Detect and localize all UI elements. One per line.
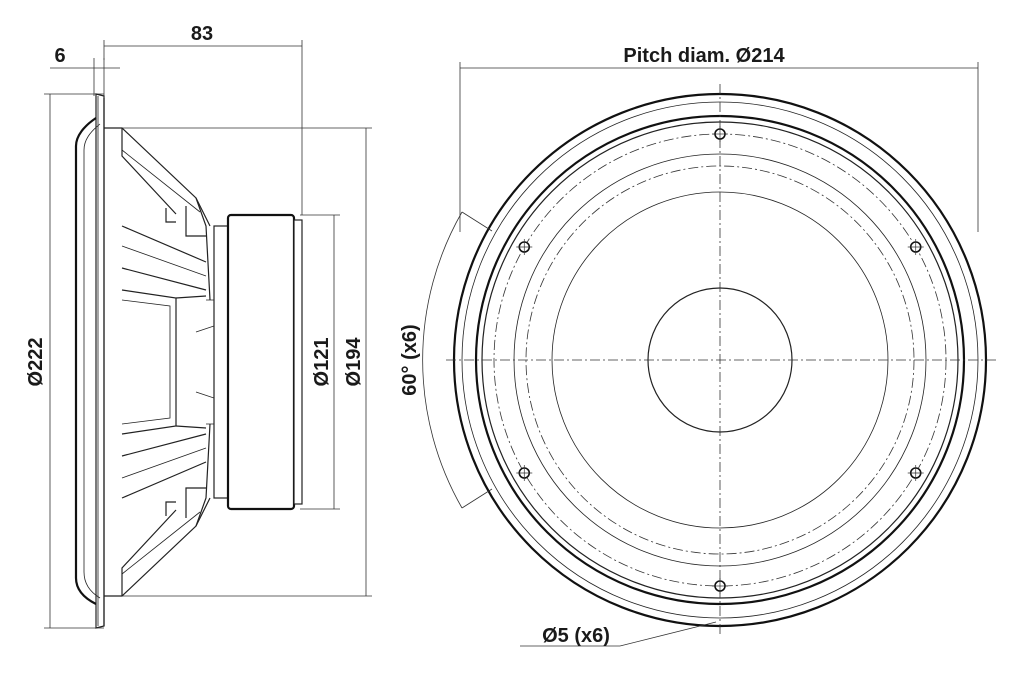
mounting-holes — [516, 126, 924, 594]
cutout-diameter-label: Ø194 — [343, 337, 365, 387]
front-view: Pitch diam. Ø214 60° (x6) Ø5 (x6) — [399, 45, 996, 647]
surround-profile — [74, 117, 101, 605]
mounting-hole — [516, 465, 533, 481]
side-view: 6 83 Ø222 Ø194 Ø121 — [25, 23, 372, 629]
cone-interior — [121, 289, 215, 435]
basket-top — [104, 127, 211, 301]
pitch-diameter-label: Pitch diam. Ø214 — [623, 45, 785, 67]
flange-thickness-dimension: 6 — [50, 45, 120, 96]
outer-diameter-dimension: Ø222 — [25, 93, 104, 629]
cutout-diameter-dimension: Ø194 — [110, 127, 372, 597]
hole-spec-callout: Ø5 (x6) — [520, 621, 717, 647]
mounting-hole — [712, 126, 728, 142]
frame-flange — [95, 93, 105, 629]
mounting-hole — [712, 578, 728, 594]
hole-angle-label: 60° (x6) — [399, 324, 421, 395]
pitch-diameter-dimension: Pitch diam. Ø214 — [459, 45, 979, 232]
mounting-hole — [907, 465, 924, 481]
mounting-depth-label: 83 — [191, 23, 213, 45]
magnet-assembly — [213, 213, 303, 511]
hole-spec-label: Ø5 (x6) — [542, 625, 610, 647]
basket-bottom — [104, 423, 211, 597]
angle-dimension: 60° (x6) — [399, 211, 493, 509]
mounting-depth-dimension: 83 — [103, 23, 303, 215]
flange-thickness-label: 6 — [54, 45, 65, 67]
outer-diameter-label: Ø222 — [25, 338, 47, 387]
magnet-diameter-dimension: Ø121 — [300, 214, 340, 510]
magnet-diameter-label: Ø121 — [311, 338, 333, 387]
mounting-hole — [516, 239, 533, 255]
mounting-hole — [907, 239, 924, 255]
